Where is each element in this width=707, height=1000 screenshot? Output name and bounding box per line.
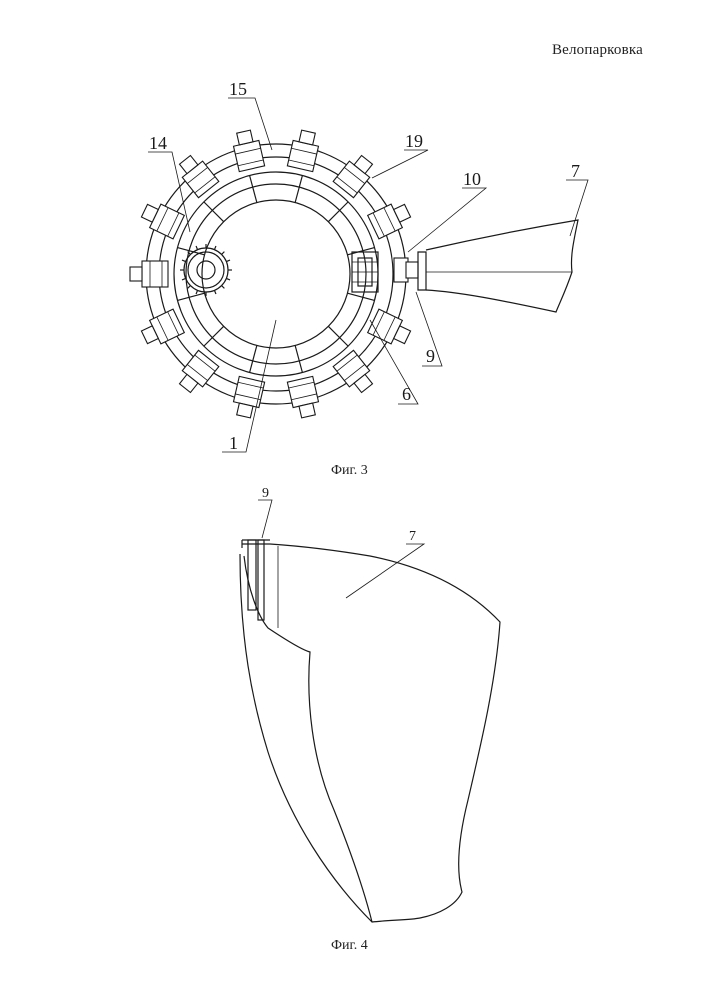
ring-spokes: [177, 175, 374, 372]
bicycle-clamp: [139, 199, 185, 239]
shaft-side: [258, 540, 264, 620]
gear-tooth: [214, 290, 216, 294]
spoke: [328, 202, 348, 222]
label-10: 10: [463, 169, 481, 189]
bicycle-clamp: [175, 152, 219, 198]
figure-4-caption: Фиг. 4: [331, 938, 368, 954]
handle-root: [418, 252, 426, 290]
spoke: [177, 293, 204, 300]
figure-3-diagram: 15 14 19 10 7 9 6 1: [130, 79, 588, 453]
gear-tooth: [196, 246, 198, 250]
shell-outline: [240, 544, 500, 922]
label-15: 15: [229, 79, 247, 99]
figure-3-caption: Фиг. 3: [331, 463, 368, 479]
bicycle-clamp: [231, 376, 265, 419]
gear-tooth: [196, 290, 198, 294]
spoke: [204, 326, 224, 346]
gear-tooth: [182, 260, 186, 262]
spoke: [250, 175, 257, 202]
handle-body: [426, 220, 578, 312]
bicycle-clamp: [333, 350, 377, 396]
bicycle-clamp: [368, 199, 414, 239]
bicycle-clamp: [139, 309, 185, 349]
label-1: 1: [229, 433, 238, 453]
central-column: [202, 200, 350, 348]
gear-outer: [184, 248, 228, 292]
bicycle-clamp: [175, 350, 219, 396]
gear-tooth: [226, 278, 230, 280]
gear-tooth: [182, 278, 186, 280]
label-7: 7: [571, 161, 580, 181]
bicycle-clamp: [368, 309, 414, 349]
label-9: 9: [426, 346, 435, 366]
shell-inner-edge: [244, 556, 372, 922]
shaft: [248, 540, 256, 610]
bicycle-clamp: [287, 376, 321, 419]
spoke: [250, 345, 257, 372]
label-6: 6: [402, 384, 411, 404]
spoke: [347, 293, 374, 300]
label-19: 19: [405, 131, 423, 151]
drive-gear: [180, 244, 232, 296]
label-14: 14: [149, 133, 167, 153]
bicycle-clamp: [287, 129, 321, 172]
gear-inner: [188, 252, 224, 288]
gear-tooth: [188, 286, 191, 289]
label-9-fig4: 9: [262, 486, 269, 501]
bicycle-clamp: [333, 152, 377, 198]
outer-ring: [146, 144, 406, 404]
gear-tooth: [222, 286, 225, 289]
spoke: [295, 345, 302, 372]
bicycle-clamp: [130, 261, 168, 287]
gear-tooth: [222, 252, 225, 255]
spoke: [295, 175, 302, 202]
gear-hub: [197, 261, 215, 279]
lock-mechanism: [352, 252, 418, 292]
spoke: [204, 202, 224, 222]
handle-lever: [418, 220, 578, 312]
spoke: [328, 326, 348, 346]
shaft-end: [406, 262, 418, 278]
figure-4-diagram: 9 7: [240, 486, 500, 922]
bicycle-clamp: [231, 129, 265, 172]
gear-tooth: [214, 246, 216, 250]
gear-tooth: [226, 260, 230, 262]
label-7-fig4: 7: [409, 529, 416, 544]
